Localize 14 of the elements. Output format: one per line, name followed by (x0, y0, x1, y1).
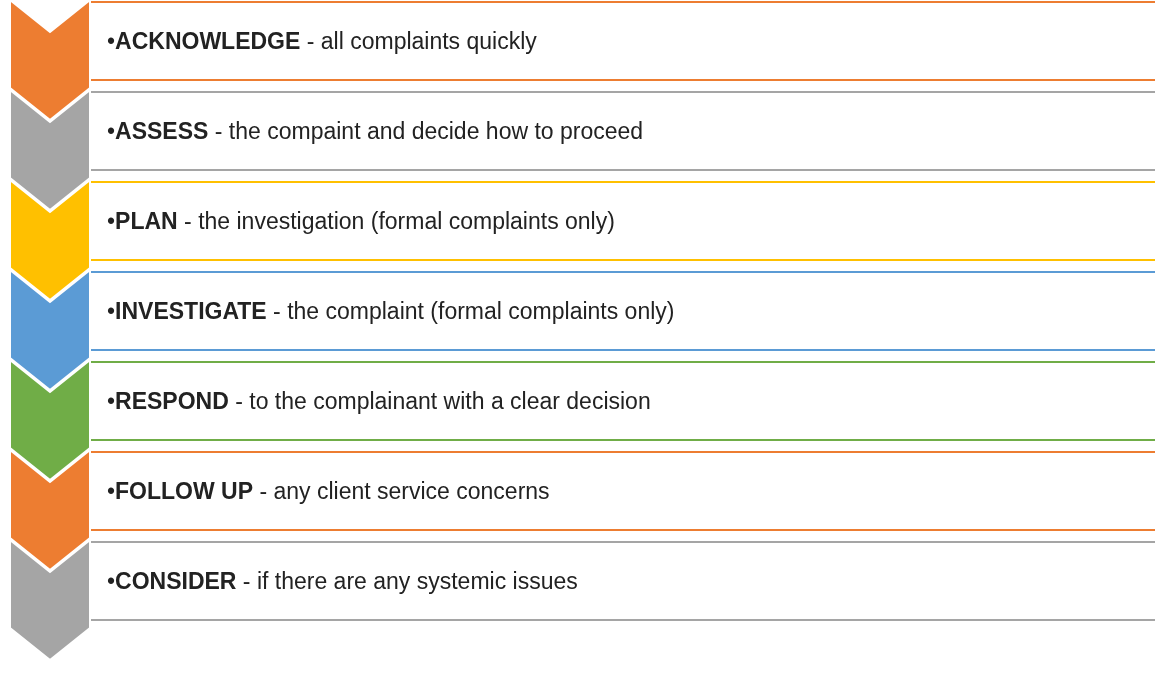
step-box (91, 541, 1155, 621)
step-box (91, 1, 1155, 81)
step-text: •INVESTIGATE - the complaint (formal complaints only) (106, 297, 675, 325)
step-box (91, 181, 1155, 261)
step-box (91, 361, 1155, 441)
step-text: •FOLLOW UP - any client service concerns (106, 477, 550, 505)
step-box (91, 451, 1155, 531)
step-text: •CONSIDER - if there are any systemic issues (106, 567, 578, 595)
step-text: •ASSESS - the compaint and decide how to proceed (106, 117, 644, 145)
step-box (91, 271, 1155, 351)
step-box (91, 91, 1155, 171)
step-text: •ACKNOWLEDGE - all complaints quickly (106, 27, 537, 55)
step-text: •PLAN - the investigation (formal complaints only) (106, 207, 615, 235)
step-text: •RESPOND - to the complainant with a clear decision (106, 387, 651, 415)
